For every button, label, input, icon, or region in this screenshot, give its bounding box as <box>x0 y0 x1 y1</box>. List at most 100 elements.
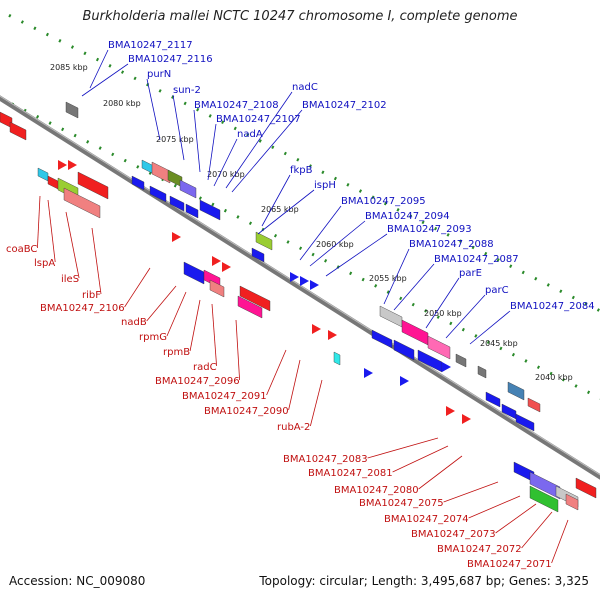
strand-arrow <box>222 262 231 272</box>
reverse-gene-label: BMA10247_2074 <box>384 514 469 525</box>
reverse-gene-label: BMA10247_2072 <box>437 544 522 555</box>
gene-feature <box>507 381 525 401</box>
reverse-label-leader <box>235 319 240 381</box>
forward-gene-label: BMA10247_2102 <box>302 100 387 111</box>
forward-label-leader <box>225 91 293 189</box>
gene-feature <box>527 397 541 413</box>
gene-feature <box>529 485 559 513</box>
forward-gene-label: BMA10247_2084 <box>510 301 595 312</box>
forward-label-leader <box>89 49 109 89</box>
forward-label-leader <box>213 138 238 187</box>
map-title: Burkholderia mallei NCTC 10247 chromosom… <box>82 9 518 24</box>
strand-arrow <box>212 256 221 266</box>
forward-gene-label: BMA10247_2107 <box>216 114 301 125</box>
forward-label-leader <box>257 189 315 235</box>
strand-arrow <box>400 376 409 386</box>
reverse-label-leader <box>65 211 80 279</box>
strand-arrow <box>68 160 77 170</box>
gene-feature <box>485 391 501 408</box>
reverse-gene-label: ribF <box>82 290 101 301</box>
reverse-gene-label: coaBC <box>6 244 37 255</box>
reverse-label-leader <box>124 267 151 308</box>
strand-arrow <box>446 406 455 416</box>
forward-gene-label: BMA10247_2117 <box>108 40 193 51</box>
gene-feature <box>575 477 597 499</box>
forward-label-leader <box>261 174 291 227</box>
gene-feature <box>183 261 205 285</box>
reverse-label-leader <box>47 199 56 263</box>
reverse-label-leader <box>551 519 569 564</box>
reverse-label-leader <box>310 379 323 427</box>
kbp-tick-label: 2080 kbp <box>103 99 141 108</box>
gene-feature <box>185 203 199 219</box>
reverse-gene-label: ileS <box>61 274 79 285</box>
gene-feature <box>63 187 101 219</box>
reverse-label-leader <box>418 455 463 490</box>
forward-gene-label: nadC <box>292 82 318 93</box>
kbp-tick-label: 2060 kbp <box>316 240 354 249</box>
strand-arrow <box>58 160 67 170</box>
forward-gene-label: ispH <box>314 180 336 191</box>
forward-gene-label: BMA10247_2108 <box>194 100 279 111</box>
gene-feature <box>427 335 451 360</box>
gene-feature <box>255 231 273 251</box>
kbp-tick-label: 2040 kbp <box>535 373 573 382</box>
forward-gene-label: BMA10247_2088 <box>409 239 494 250</box>
strand-arrow <box>442 362 451 372</box>
reverse-label-leader <box>288 359 301 411</box>
reverse-label-leader <box>189 299 201 352</box>
strand-arrow <box>300 276 309 286</box>
kbp-tick-label: 2070 kbp <box>207 170 245 179</box>
forward-gene-label: BMA10247_2095 <box>341 196 426 207</box>
forward-label-leader <box>393 263 435 311</box>
reverse-label-leader <box>392 445 449 473</box>
gene-feature <box>333 351 341 366</box>
forward-label-leader <box>81 63 129 97</box>
gene-feature <box>393 339 415 361</box>
gene-feature <box>401 319 429 346</box>
reverse-label-leader <box>166 291 187 337</box>
strand-arrow <box>310 280 319 290</box>
forward-label-leader <box>193 109 201 173</box>
forward-gene-label: nadA <box>237 129 263 140</box>
reverse-label-leader <box>495 503 537 534</box>
forward-label-leader <box>469 310 511 345</box>
reverse-gene-label: BMA10247_2090 <box>204 406 289 417</box>
reverse-label-leader <box>266 349 287 396</box>
gene-feature <box>379 305 403 328</box>
gene-feature <box>9 121 27 141</box>
gene-feature <box>131 175 145 191</box>
reverse-gene-label: BMA10247_2083 <box>283 454 368 465</box>
strand-arrow <box>364 368 373 378</box>
gene-feature <box>179 179 197 199</box>
forward-gene-label: parE <box>459 268 482 279</box>
gene-feature <box>151 161 171 184</box>
forward-label-leader <box>146 78 161 141</box>
forward-label-leader <box>325 233 388 277</box>
kbp-tick-label: 2055 kbp <box>369 274 407 283</box>
reverse-gene-label: radC <box>193 362 217 373</box>
forward-gene-label: purN <box>147 69 171 80</box>
reverse-gene-label: BMA10247_2096 <box>155 376 240 387</box>
gene-feature <box>37 167 49 182</box>
kbp-tick-label: 2050 kbp <box>424 309 462 318</box>
forward-label-leader <box>207 123 217 181</box>
forward-gene-label: BMA10247_2094 <box>365 211 450 222</box>
topology-label: Topology: circular; Length: 3,495,687 bp… <box>259 574 589 588</box>
kbp-tick-label: 2085 kbp <box>50 63 88 72</box>
strand-arrow <box>290 272 299 282</box>
reverse-gene-label: BMA10247_2106 <box>40 303 125 314</box>
reverse-gene-label: BMA10247_2075 <box>359 498 444 509</box>
gene-feature <box>477 365 487 379</box>
reverse-gene-label: lspA <box>34 258 55 269</box>
reverse-gene-label: BMA10247_2071 <box>467 559 552 570</box>
reverse-gene-label: BMA10247_2091 <box>182 391 267 402</box>
gene-feature <box>237 295 263 319</box>
forward-gene-label: parC <box>485 285 509 296</box>
outer-tick-track <box>0 9 600 313</box>
reverse-label-leader <box>443 481 499 503</box>
gene-feature <box>77 171 109 200</box>
reverse-gene-label: rpmB <box>163 347 190 358</box>
